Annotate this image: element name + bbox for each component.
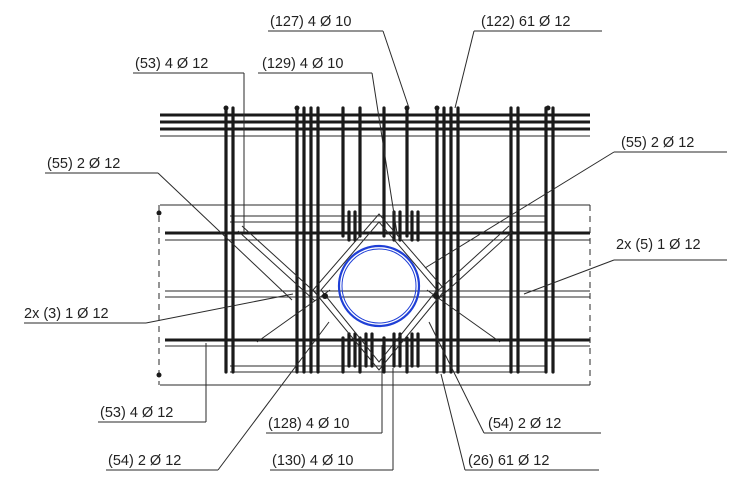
label-26: (26) 61 Ø 12: [468, 453, 549, 469]
label-128: (128) 4 Ø 10: [268, 416, 349, 432]
label-130: (130) 4 Ø 10: [272, 453, 353, 469]
circular-opening: [337, 244, 421, 328]
label-5: 2x (5) 1 Ø 12: [616, 237, 701, 253]
label-122: (122) 61 Ø 12: [481, 14, 570, 30]
label-54-left: (54) 2 Ø 12: [108, 453, 181, 469]
circular-opening-inner: [341, 248, 417, 324]
label-127: (127) 4 Ø 10: [270, 14, 351, 30]
label-3: 2x (3) 1 Ø 12: [24, 306, 109, 322]
label-55-left: (55) 2 Ø 12: [47, 156, 120, 172]
label-55-right: (55) 2 Ø 12: [621, 135, 694, 151]
label-53-top: (53) 4 Ø 12: [135, 56, 208, 72]
vertical-stirrups: [223, 105, 555, 374]
label-129: (129) 4 Ø 10: [262, 56, 343, 72]
leader-lines: [24, 30, 727, 471]
label-54-right: (54) 2 Ø 12: [488, 416, 561, 432]
label-53-bottom: (53) 4 Ø 12: [100, 405, 173, 421]
diagonal-bars: [237, 213, 514, 371]
bar-labels: (127) 4 Ø 10 (122) 61 Ø 12 (53) 4 Ø 12 (…: [24, 14, 701, 469]
opening-small-stirrups: [347, 210, 420, 368]
